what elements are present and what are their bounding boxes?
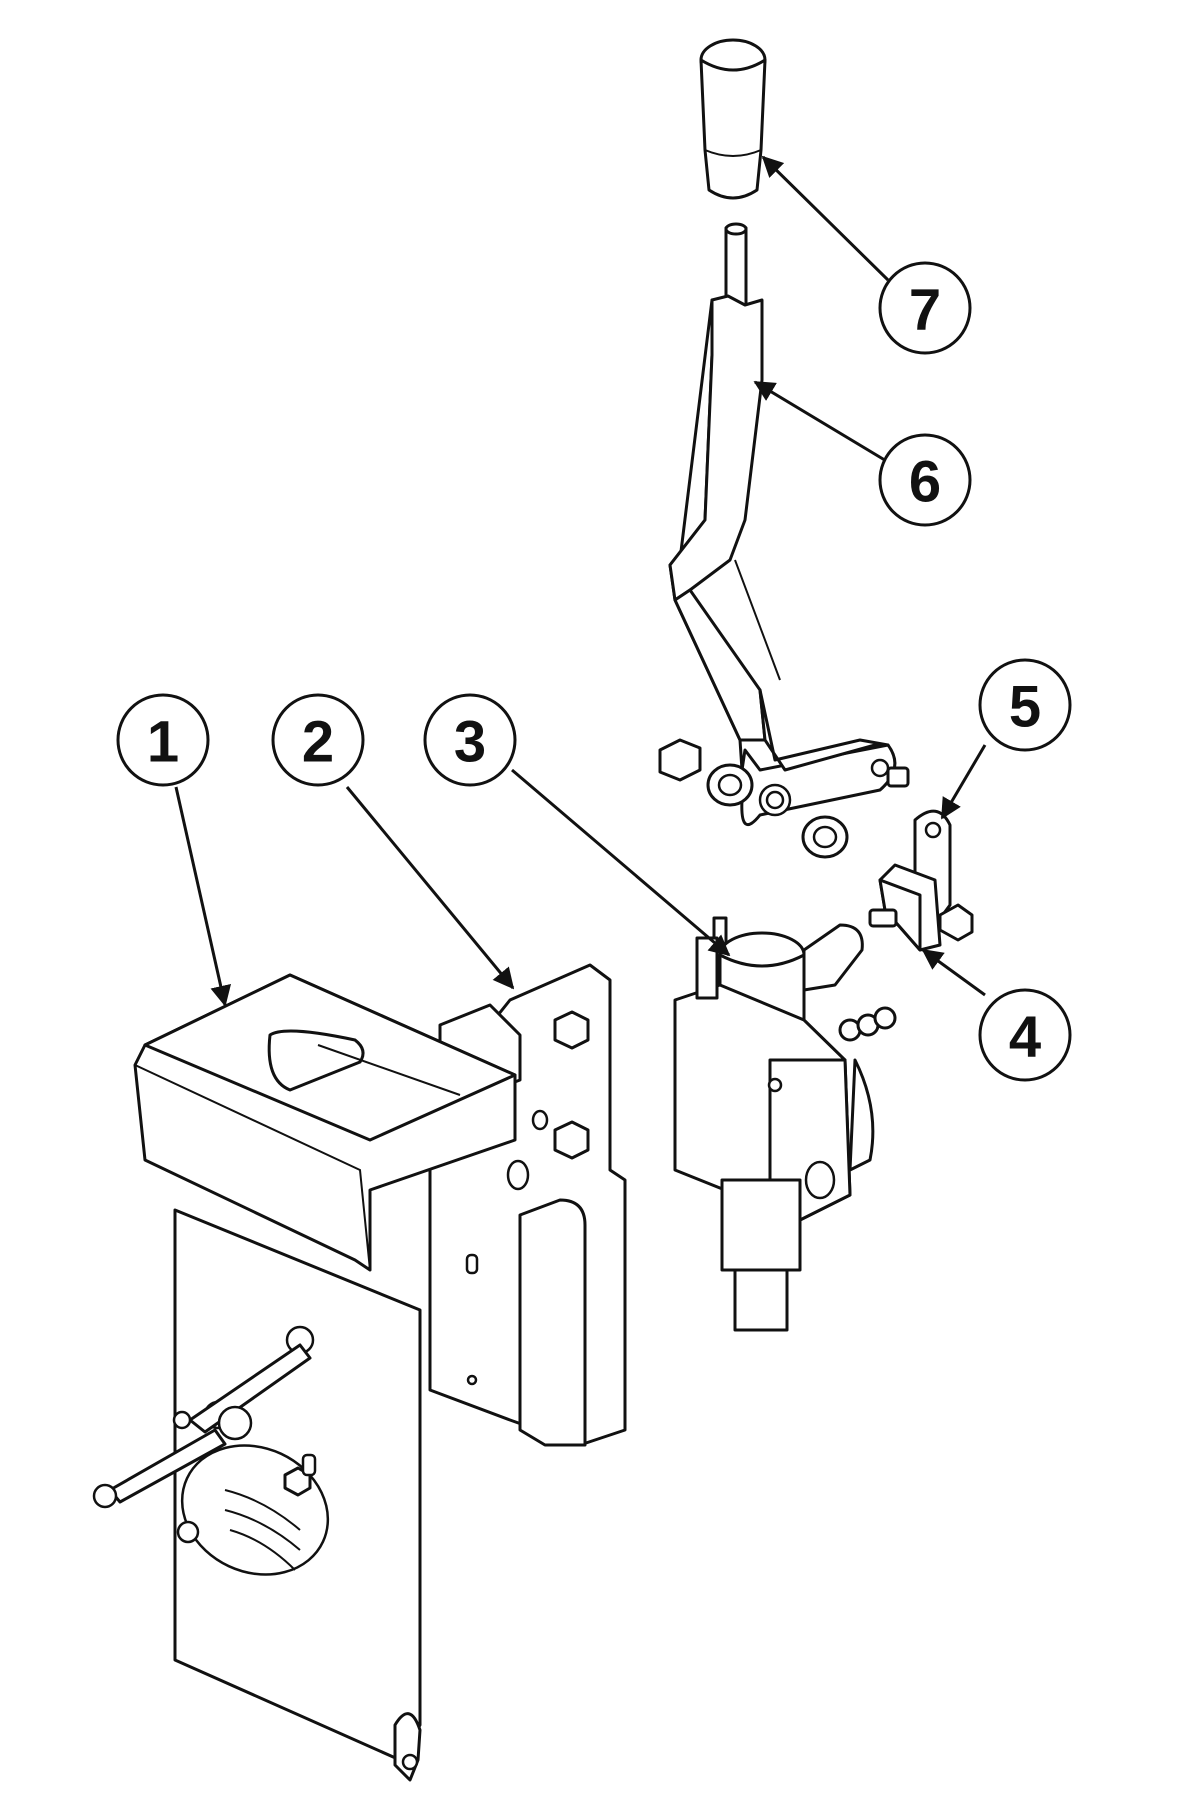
part-1-housing-cover <box>92 973 517 1782</box>
leader-7 <box>761 155 890 282</box>
callout-4-label: 4 <box>1009 1005 1041 1070</box>
callout-6: 6 <box>878 433 972 527</box>
callout-3-label: 3 <box>454 710 486 775</box>
part-6-shift-lever <box>658 222 910 859</box>
callout-5: 5 <box>978 658 1072 752</box>
callout-4: 4 <box>978 988 1072 1082</box>
callout-3: 3 <box>423 693 517 787</box>
leader-3 <box>511 768 731 957</box>
callout-2: 2 <box>271 693 365 787</box>
callout-7: 7 <box>878 261 972 355</box>
callout-1-label: 1 <box>147 710 179 775</box>
part-2-mounting-plate <box>428 963 627 1447</box>
leader-4 <box>921 948 986 997</box>
leader-5 <box>940 744 987 820</box>
leader-2 <box>345 786 515 990</box>
part-7-handle-knob <box>699 38 767 200</box>
leader-1 <box>174 786 232 1007</box>
callout-7-label: 7 <box>909 278 941 343</box>
callout-1: 1 <box>116 693 210 787</box>
callout-2-label: 2 <box>302 710 334 775</box>
leader-6 <box>753 380 889 464</box>
callout-6-label: 6 <box>909 450 941 515</box>
part-3-valve <box>673 916 897 1332</box>
callout-5-label: 5 <box>1009 675 1041 740</box>
part-4-bracket <box>868 863 974 952</box>
